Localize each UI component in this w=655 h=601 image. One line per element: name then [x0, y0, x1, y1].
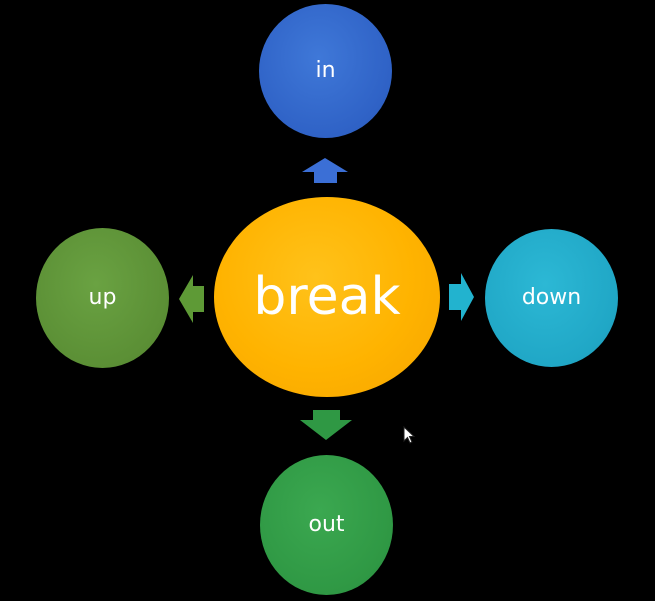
node-out: out [260, 455, 393, 595]
arrow-down-icon [300, 410, 352, 440]
node-up: up [36, 228, 169, 368]
node-in: in [259, 4, 392, 138]
node-break: break [214, 197, 440, 397]
node-down: down [485, 229, 618, 367]
node-in-label: in [315, 58, 336, 83]
arrow-right-icon [449, 273, 474, 321]
node-out-label: out [308, 512, 345, 537]
node-down-label: down [521, 285, 582, 310]
node-up-label: up [88, 285, 117, 310]
mouse-pointer-icon [403, 426, 416, 444]
arrow-up-icon [302, 158, 348, 183]
node-break-label: break [253, 267, 401, 327]
arrow-left-icon [179, 275, 204, 323]
